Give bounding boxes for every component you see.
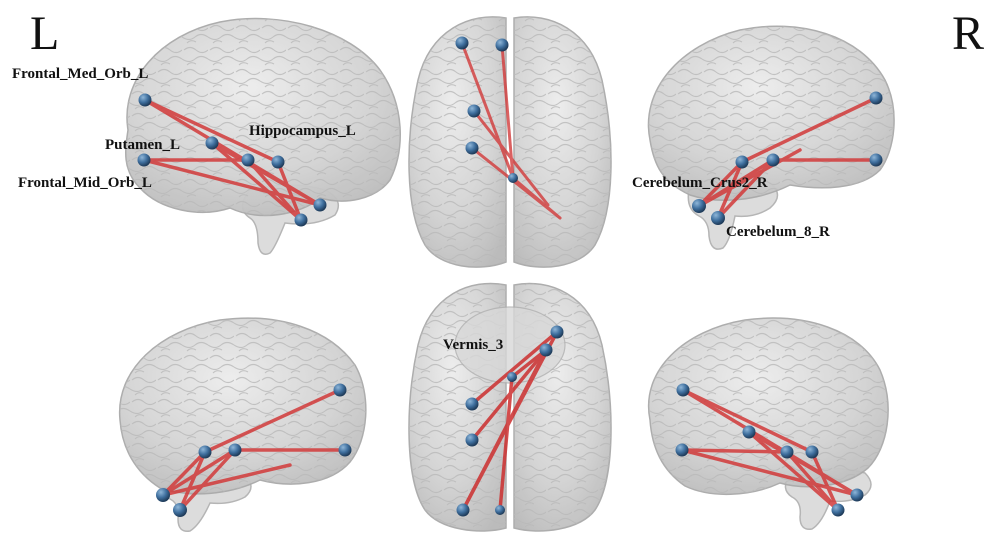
node	[199, 446, 212, 459]
node	[508, 173, 518, 183]
node	[456, 37, 469, 50]
brain-view-superior	[409, 17, 611, 267]
node	[676, 444, 689, 457]
region-label-frontal-mid-orb-l: Frontal_Mid_Orb_L	[18, 175, 152, 192]
brain-view-inferior	[409, 283, 611, 530]
node	[832, 504, 845, 517]
node	[736, 156, 749, 169]
brain-gyri-texture	[120, 318, 366, 494]
region-label-cerebelum-crus2-r: Cerebelum_Crus2_R	[632, 175, 768, 192]
node	[156, 488, 170, 502]
node	[466, 142, 479, 155]
node	[870, 154, 883, 167]
node	[851, 489, 864, 502]
brain-view-left-bottom	[120, 318, 366, 531]
node	[507, 372, 517, 382]
node	[711, 211, 725, 225]
node	[551, 326, 564, 339]
node	[496, 39, 509, 52]
node	[870, 92, 883, 105]
node	[139, 94, 152, 107]
node	[781, 446, 794, 459]
left-hemisphere-label: L	[30, 10, 59, 58]
node	[314, 199, 327, 212]
node	[272, 156, 285, 169]
node	[743, 426, 756, 439]
node	[495, 505, 505, 515]
node	[540, 344, 553, 357]
region-label-putamen-l: Putamen_L	[105, 137, 180, 154]
node	[138, 154, 151, 167]
node	[457, 504, 470, 517]
region-label-hippocampus-l: Hippocampus_L	[249, 123, 356, 140]
node	[339, 444, 352, 457]
brain-view-right-bottom	[649, 318, 888, 529]
brain-view-right-top	[648, 26, 894, 249]
node	[806, 446, 819, 459]
node	[767, 154, 780, 167]
region-label-cerebelum-8-r: Cerebelum_8_R	[726, 224, 830, 241]
region-label-vermis-3: Vermis_3	[443, 337, 503, 354]
node	[242, 154, 255, 167]
node	[466, 398, 479, 411]
node	[334, 384, 347, 397]
node	[692, 199, 706, 213]
node	[295, 214, 308, 227]
node	[229, 444, 242, 457]
region-label-frontal-med-orb-l: Frontal_Med_Orb_L	[12, 66, 148, 83]
brain-gyri-texture	[649, 318, 888, 494]
node	[468, 105, 481, 118]
node	[206, 137, 219, 150]
node	[466, 434, 479, 447]
node	[173, 503, 187, 517]
node	[677, 384, 690, 397]
right-hemisphere-label: R	[952, 10, 984, 58]
